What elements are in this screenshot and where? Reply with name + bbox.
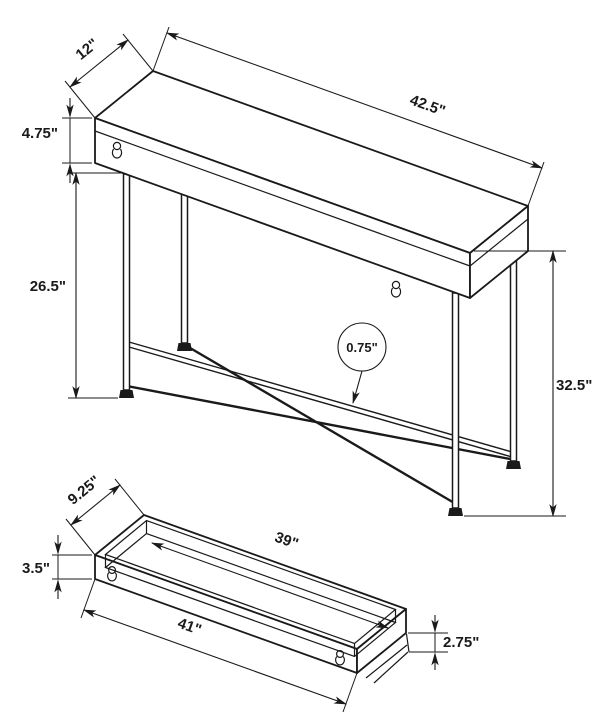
foot-front-right (448, 508, 463, 516)
dim-overall-height: 32.5" (464, 249, 592, 518)
drawer-pull-icon (390, 280, 402, 298)
dim-glide-height: 2.75" (408, 615, 479, 670)
stretcher-bar (128, 341, 513, 453)
drawer-glide-rail (365, 644, 408, 679)
dim-drawer-outer-length-label: 41" (175, 615, 203, 639)
cross-brace (184, 343, 457, 506)
console-table-drawing: 12" 42.5" 4.75" 26.5" (22, 26, 592, 518)
dim-top-depth-label: 12" (73, 35, 102, 63)
leg-front-right (451, 292, 460, 509)
drawer-pull-icon (107, 565, 117, 582)
dim-apron-height-label: 4.75" (22, 125, 58, 142)
drawer-glide-rail (373, 651, 409, 684)
tabletop-thickness-line (469, 218, 529, 267)
foot-back-left (177, 343, 192, 351)
dim-top-length-label: 42.5" (408, 92, 448, 120)
dim-drawer-inner-length-label: 39" (272, 529, 300, 553)
callout-tube-diameter-label: 0.75" (346, 340, 377, 355)
drawer-body (94, 514, 410, 684)
dim-glide-height-label: 2.75" (443, 634, 479, 651)
dim-overall-height-label: 32.5" (556, 377, 592, 394)
dim-drawer-height-label: 3.5" (22, 560, 50, 577)
stretcher-bar (128, 346, 513, 458)
dim-drawer-height: 3.5" (22, 535, 92, 599)
foot-front-left (119, 390, 134, 398)
callout-leader-arrow (352, 370, 363, 405)
callout-tube-diameter: 0.75" (337, 322, 387, 405)
drawer-right-face (356, 608, 407, 674)
foot-back-right (506, 461, 521, 469)
table-body (94, 70, 529, 299)
dim-leg-height-label: 26.5" (30, 278, 66, 295)
tabletop-thickness-line (94, 130, 471, 267)
leg-back-right (509, 245, 518, 462)
dim-apron-height: 4.75" (22, 98, 92, 183)
leg-front-left (122, 173, 131, 391)
drawer-pull-icon (111, 141, 123, 159)
drawer-drawing: 9.25" 39" 3.5" 41" (22, 472, 479, 713)
table-base-frame (126, 341, 513, 506)
dim-leg-height: 26.5" (30, 171, 124, 400)
